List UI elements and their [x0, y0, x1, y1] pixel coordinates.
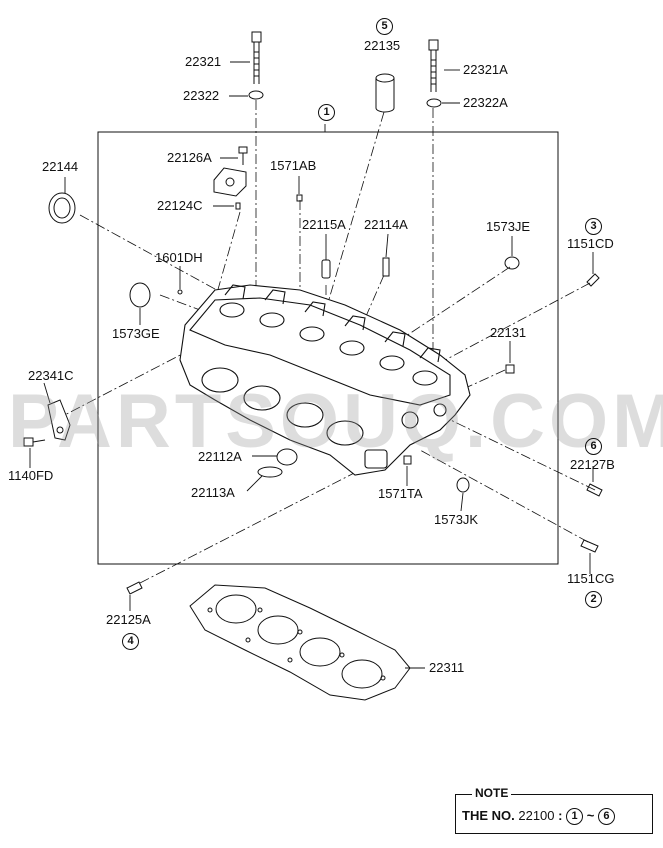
note-tilde: ~	[586, 808, 595, 823]
label-22127b: 22127B	[570, 457, 615, 472]
label-1573je: 1573JE	[486, 219, 531, 234]
label-1151cd: 1151CD	[567, 236, 614, 251]
note-line: THE NO. 22100 : 1 ~ 6	[462, 808, 615, 826]
pin-1571ab	[296, 194, 303, 202]
bolt-1140fd	[23, 437, 46, 447]
bolt-22321a	[428, 39, 439, 92]
callout-4: 4	[122, 633, 139, 650]
label-22115a: 22115A	[302, 217, 346, 232]
watermark: PARTSOUQ.COM	[8, 379, 663, 464]
cap-22124c	[213, 167, 247, 197]
label-22322a: 22322A	[463, 95, 508, 110]
tube-22114a	[382, 257, 390, 277]
note-range-start: 1	[566, 808, 584, 826]
label-22112a: 22112A	[198, 449, 242, 464]
stud-22127b	[586, 483, 603, 497]
plug-22112a	[276, 448, 298, 466]
note-prefix: THE NO.	[462, 808, 515, 823]
label-1140fd: 1140FD	[8, 468, 54, 483]
callout-2: 2	[585, 591, 602, 608]
label-22311: 22311	[429, 660, 465, 675]
callout-3: 3	[585, 218, 602, 235]
stud-1151cd	[586, 273, 600, 287]
tube-22115a	[321, 259, 331, 279]
label-22341c: 22341C	[28, 368, 74, 383]
label-1571ta: 1571TA	[378, 486, 423, 501]
label-1601dh: 1601DH	[155, 250, 203, 265]
label-22113a: 22113A	[191, 485, 235, 500]
label-22321a: 22321A	[463, 62, 508, 77]
cylinder-head	[179, 284, 471, 476]
head-gasket-22311	[189, 584, 411, 701]
label-22144: 22144	[42, 159, 79, 174]
callout-6: 6	[585, 438, 602, 455]
plug-1601dh	[177, 289, 183, 295]
leader-lines	[54, 100, 596, 584]
pin-1571ta	[403, 455, 412, 465]
label-22124c: 22124C	[157, 198, 203, 213]
stud-22125a	[126, 581, 143, 595]
ring-22113a	[257, 466, 283, 478]
note-title: NOTE	[472, 786, 512, 800]
bolt-22321	[251, 31, 262, 84]
callout-1: 1	[318, 104, 335, 121]
callout-5: 5	[376, 18, 393, 35]
sleeve-22135	[375, 73, 395, 113]
label-22114a: 22114A	[364, 217, 408, 232]
label-22321: 22321	[185, 54, 222, 69]
label-1151cg: 1151CG	[567, 571, 615, 586]
washer-22322a	[426, 98, 442, 108]
plug-1573ge	[129, 282, 151, 308]
label-1573ge: 1573GE	[112, 326, 160, 341]
label-22126a: 22126A	[167, 150, 212, 165]
note-number: 22100	[518, 808, 555, 823]
stud-1151cg	[580, 539, 599, 553]
note-box: NOTE THE NO. 22100 : 1 ~ 6	[455, 786, 653, 834]
label-22125a: 22125A	[106, 612, 151, 627]
dowel-22124c	[235, 202, 241, 210]
oil-seal-22144	[48, 192, 76, 224]
plug-1573je	[504, 256, 520, 270]
plug-1573jk	[456, 477, 470, 493]
label-22322: 22322	[183, 88, 220, 103]
label-leaders	[29, 61, 594, 669]
washer-22322	[248, 90, 264, 100]
label-22131: 22131	[490, 325, 527, 340]
label-1571ab: 1571AB	[270, 158, 317, 173]
label-1573jk: 1573JK	[434, 512, 479, 527]
bolt-22131	[505, 364, 515, 374]
bolt-22126a	[238, 146, 248, 165]
note-colon: :	[558, 808, 563, 823]
assembly-frame	[97, 131, 559, 565]
note-range-end: 6	[597, 808, 615, 826]
label-22135: 22135	[364, 38, 401, 53]
bracket-22341c	[47, 399, 71, 441]
